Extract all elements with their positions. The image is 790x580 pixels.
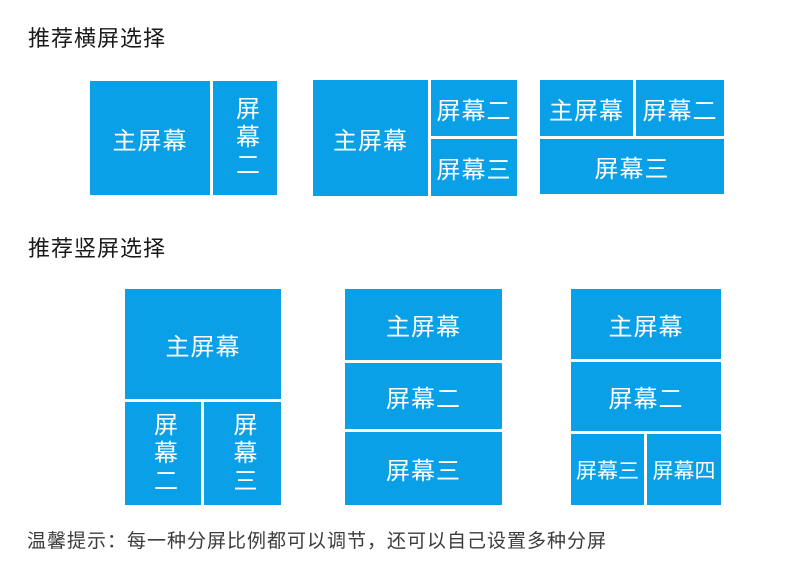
- cell-screen-2: 屏幕二: [636, 80, 724, 136]
- portrait-layout-split-bottom[interactable]: 主屏幕 屏幕二 屏幕三 屏幕四: [571, 289, 721, 505]
- tip-text: 温馨提示：每一种分屏比例都可以调节，还可以自己设置多种分屏: [27, 531, 608, 552]
- landscape-layout-two-top-one-bottom[interactable]: 主屏幕 屏幕二 屏幕三: [540, 80, 724, 194]
- cell-screen-2: 屏幕二: [345, 363, 502, 429]
- cell-main-screen: 主屏幕: [125, 289, 281, 399]
- cell-screen-3: 屏幕三: [204, 402, 281, 505]
- cell-screen-2: 屏幕二: [213, 81, 277, 195]
- portrait-layout-three-rows[interactable]: 主屏幕 屏幕二 屏幕三: [345, 289, 502, 505]
- cell-screen-2-label: 屏幕二: [149, 411, 177, 496]
- cell-main-screen: 主屏幕: [313, 80, 428, 196]
- cell-screen-3: 屏幕三: [431, 139, 517, 196]
- cell-main-screen: 主屏幕: [345, 289, 502, 360]
- cell-main-screen: 主屏幕: [540, 80, 633, 136]
- landscape-section-title: 推荐横屏选择: [28, 26, 167, 51]
- cell-screen-3-label: 屏幕三: [229, 411, 256, 496]
- cell-main-screen: 主屏幕: [90, 81, 210, 195]
- landscape-layout-main-plus-right[interactable]: 主屏幕 屏幕二: [90, 81, 277, 195]
- landscape-layout-main-plus-two-right[interactable]: 主屏幕 屏幕二 屏幕三: [313, 80, 517, 196]
- cell-screen-2: 屏幕二: [125, 402, 201, 505]
- cell-screen-4: 屏幕四: [647, 434, 721, 505]
- cell-screen-2-label: 屏幕二: [231, 96, 259, 180]
- portrait-section-title: 推荐竖屏选择: [28, 236, 167, 261]
- cell-screen-2: 屏幕二: [431, 80, 517, 136]
- cell-screen-3: 屏幕三: [540, 139, 724, 194]
- cell-main-screen: 主屏幕: [571, 289, 721, 359]
- cell-screen-2: 屏幕二: [571, 362, 721, 431]
- cell-screen-3: 屏幕三: [345, 432, 502, 505]
- portrait-layout-main-top-two-bottom[interactable]: 主屏幕 屏幕二 屏幕三: [125, 289, 281, 505]
- cell-screen-3: 屏幕三: [571, 434, 644, 505]
